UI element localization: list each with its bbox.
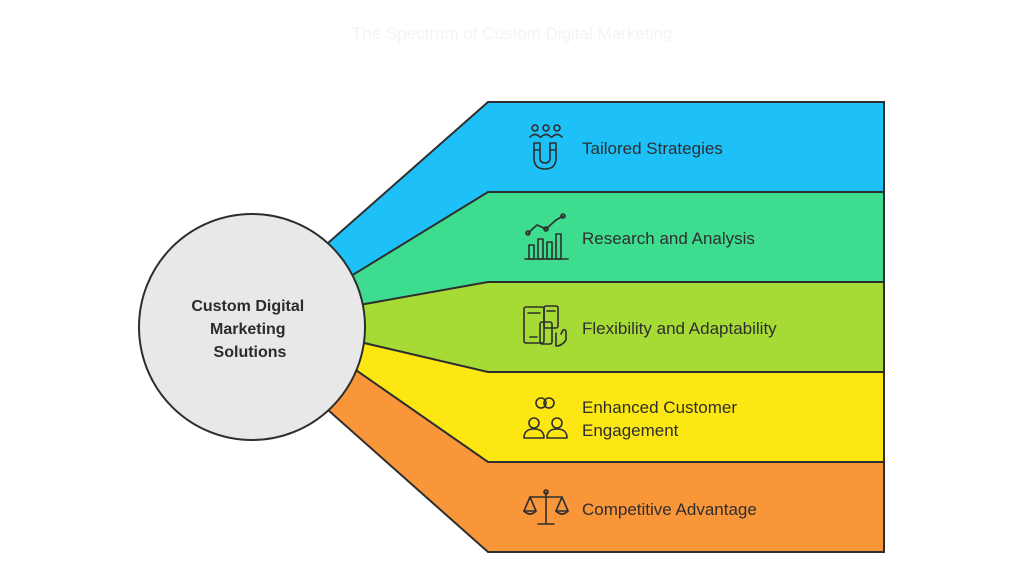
band-5-label: Competitive Advantage — [582, 500, 757, 519]
band-4-label: Enhanced Customer Engagement — [582, 398, 742, 440]
page-title: The Spectrum of Custom Digital Marketing — [351, 24, 673, 43]
band-3-label-line-1: Flexibility and Adaptability — [582, 319, 777, 338]
hub-label-line-3: Solutions — [214, 344, 287, 361]
band-3-label: Flexibility and Adaptability — [582, 319, 777, 338]
band-2-label-line-1: Research and Analysis — [582, 229, 755, 248]
devices-icon — [523, 305, 567, 347]
band-2-label: Research and Analysis — [582, 229, 755, 248]
balance-scale-icon — [523, 489, 569, 525]
band-4-label-line-2: Engagement — [582, 421, 679, 440]
magnet-people-icon — [529, 124, 563, 170]
hub-label-line-1: Custom Digital — [191, 298, 304, 315]
band-1-label: Tailored Strategies — [582, 139, 723, 158]
band-4-label-line-1: Enhanced Customer — [582, 398, 737, 417]
hub-label: Custom Digital Marketing Solutions — [191, 298, 308, 361]
hub-circle — [138, 213, 366, 441]
bar-chart-trend-icon — [524, 213, 569, 260]
people-link-icon — [523, 397, 568, 439]
hub-label-line-2: Marketing — [210, 321, 286, 338]
band-1-label-line-1: Tailored Strategies — [582, 139, 723, 158]
band-5-label-line-1: Competitive Advantage — [582, 500, 757, 519]
